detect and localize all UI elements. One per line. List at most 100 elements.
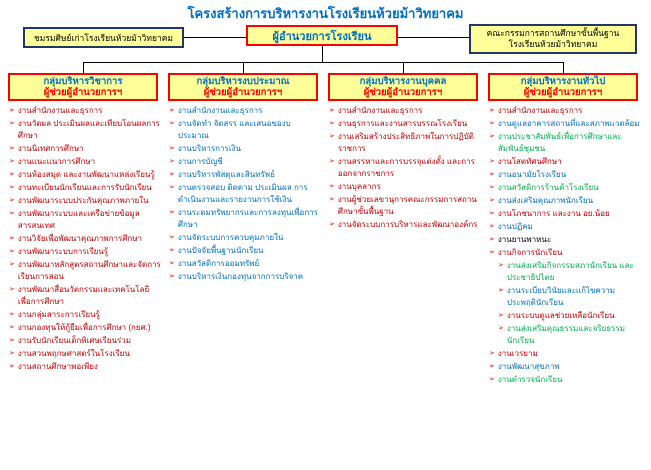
org-list-item-label: งานตรวจสอบ ติดตาม ประเมินผล การดำเนินงาน… <box>177 183 308 204</box>
org-list-item: ➢งานอนามัยโรงเรียน <box>489 169 641 181</box>
dept-title: กลุ่มบริหารงานทั่วไป <box>520 76 606 87</box>
arrow-bullet-icon: ➢ <box>329 158 335 165</box>
org-list-item: ➢งานพัฒนาระบบประกันคุณภาพภายใน <box>9 195 161 207</box>
arrow-bullet-icon: ➢ <box>489 223 495 230</box>
org-list-item: ➢งานส่งเสริมกิจกรรมสภานักเรียน และประชาธ… <box>498 260 641 284</box>
arrow-bullet-icon: ➢ <box>9 210 15 217</box>
org-list-item: ➢งานสำนักงานและธุรการ <box>489 105 641 117</box>
org-list-item: ➢งานประชาสัมพันธ์เพื่อการศึกษาและสัมพันธ… <box>489 131 641 155</box>
org-list-item: ➢งานบริหารพัสดุและสินทรัพย์ <box>169 169 321 181</box>
arrow-bullet-icon: ➢ <box>169 209 175 216</box>
dept-header-budget: กลุ่มบริหารงบประมาณ ผู้ช่วยผู้อำนวยการฯ <box>168 73 318 101</box>
org-list-item: ➢งานสวนพฤกษศาสตร์ในโรงเรียน <box>9 348 161 360</box>
arrow-bullet-icon: ➢ <box>489 171 495 178</box>
arrow-bullet-icon: ➢ <box>169 234 175 241</box>
org-list-item-label: งานโสตทัศนศึกษา <box>497 157 562 166</box>
org-list-item-label: งานระดมทรัพยากรและการลงทุนเพื่อการศึกษา <box>177 208 318 229</box>
org-list-item-label: งานทะเบียนนักเรียนและการรับนักเรียน <box>17 183 152 192</box>
org-list-item-label: งานห้องสมุด และงานพัฒนาแหล่งเรียนรู้ <box>17 170 155 179</box>
org-list-item-label: งานสำนักงานและธุรการ <box>17 106 103 115</box>
arrow-bullet-icon: ➢ <box>9 337 15 344</box>
org-list-item: ➢งานสำนักงานและธุรการ <box>169 105 321 117</box>
school-board-box: คณะกรรมการสถานศึกษาขั้นพื้นฐาน โรงเรียนห… <box>469 24 637 54</box>
dept-title: กลุ่มบริหารวิชาการ <box>43 76 123 87</box>
org-list-item: ➢งานห้องสมุด และงานพัฒนาแหล่งเรียนรู้ <box>9 169 161 181</box>
org-list-item-label: งานโภชนาการ และงาน อย.น้อย <box>497 209 610 218</box>
connector-line-director-drop <box>322 46 323 62</box>
org-list-item-label: งานสวัสดิการออมทรัพย์ <box>177 259 260 268</box>
dept-list-academic: ➢งานสำนักงานและธุรการ➢งานวัดผล ประเมินผล… <box>9 105 161 374</box>
org-list-item-label: งานผู้ช่วยเลขานุการคณะกรรมการสถานศึกษาขั… <box>337 195 477 216</box>
arrow-bullet-icon: ➢ <box>169 145 175 152</box>
org-list-item: ➢งานสำนักงานและธุรการ <box>329 105 481 117</box>
org-list-item-label: งานสถานศึกษาพอเพียง <box>17 362 98 371</box>
org-list-item: ➢งานส่งเสริมคุณภาพนักเรียน <box>489 195 641 207</box>
alumni-club-label: ชมรมศิษย์เก่าโรงเรียนห้วยม้าวิทยาคม <box>33 32 174 43</box>
org-list-item-label: งานพัฒนาหลักสูตรสถานศึกษาและจัดการเรียนก… <box>17 260 161 281</box>
org-list-item-label: งานวัดผล ประเมินผลและเทียบโอนผลการศึกษา <box>17 119 160 140</box>
dept-subtitle: ผู้ช่วยผู้อำนวยการฯ <box>203 87 283 98</box>
org-list-item: ➢งานกิจการนักเรียน <box>489 247 641 259</box>
arrow-bullet-icon: ➢ <box>9 248 15 255</box>
arrow-bullet-icon: ➢ <box>9 235 15 242</box>
dept-list-personnel: ➢งานสำนักงานและธุรการ➢งานธุรการและงานสาร… <box>329 105 481 232</box>
arrow-bullet-icon: ➢ <box>489 363 495 370</box>
org-list-item: ➢งานสำนักงานและธุรการ <box>9 105 161 117</box>
org-list-item: ➢งานโภชนาการ และงาน อย.น้อย <box>489 208 641 220</box>
connector-line-col4 <box>563 62 564 74</box>
arrow-bullet-icon: ➢ <box>169 273 175 280</box>
org-list-item-label: งานอนามัยโรงเรียน <box>497 170 567 179</box>
arrow-bullet-icon: ➢ <box>169 107 175 114</box>
org-list-item-label: งานปัจจัยพื้นฐานนักเรียน <box>177 246 264 255</box>
arrow-bullet-icon: ➢ <box>489 376 495 383</box>
arrow-bullet-icon: ➢ <box>9 363 15 370</box>
director-box: ผู้อำนวยการโรงเรียน <box>246 25 398 46</box>
arrow-bullet-icon: ➢ <box>489 197 495 204</box>
arrow-bullet-icon: ➢ <box>169 184 175 191</box>
arrow-bullet-icon: ➢ <box>169 247 175 254</box>
org-list-item: ➢งานสวัสดิการออมทรัพย์ <box>169 258 321 270</box>
org-list-item: ➢งานปฏิคม <box>489 221 641 233</box>
org-list-item-label: งานเวรยาม <box>497 349 538 358</box>
arrow-bullet-icon: ➢ <box>169 260 175 267</box>
org-list-item: ➢งานจัดทำ จัดสรร และเสนอของบประมาณ <box>169 118 321 142</box>
org-list-item: ➢งานบริหารเงินกองทุนจากการบริจาค <box>169 271 321 283</box>
org-list-item-label: งานการบัญชี <box>177 157 223 166</box>
org-list-item: ➢งานยานพาหนะ <box>489 234 641 246</box>
org-list-item: ➢งานตรวจสอบ ติดตาม ประเมินผล การดำเนินงา… <box>169 182 321 206</box>
org-list-item-label: งานบริหารพัสดุและสินทรัพย์ <box>177 170 275 179</box>
org-list-item-label: งานพัฒนาระบบประกันคุณภาพภายใน <box>17 196 149 205</box>
org-list-item: ➢งานวิจัยเพื่อพัฒนาคุณภาพการศึกษา <box>9 233 161 245</box>
arrow-bullet-icon: ➢ <box>169 120 175 127</box>
arrow-bullet-icon: ➢ <box>9 120 15 127</box>
school-board-label-line2: โรงเรียนห้วยม้าวิทยาคม <box>508 39 598 49</box>
dept-subtitle: ผู้ช่วยผู้อำนวยการฯ <box>43 87 123 98</box>
org-list-item: ➢งานพัฒนาระบบการเรียนรู้ <box>9 246 161 258</box>
arrow-bullet-icon: ➢ <box>329 221 335 228</box>
dept-title: กลุ่มบริหารงานบุคคล <box>359 76 447 87</box>
org-list-item: ➢งานพัฒนาหลักสูตรสถานศึกษาและจัดการเรียน… <box>9 259 161 283</box>
arrow-bullet-icon: ➢ <box>329 183 335 190</box>
arrow-bullet-icon: ➢ <box>9 158 15 165</box>
org-list-item-label: งานส่งเสริมกิจกรรมสภานักเรียน และประชาธิ… <box>506 261 634 282</box>
org-list-item-label: งานระบบดูแลช่วยเหลือนักเรียน <box>506 311 615 320</box>
org-list-item: ➢งานรับนักเรียนเด็กพิเศษเรียนร่วม <box>9 335 161 347</box>
org-list-item: ➢งานเสริมสร้างประสิทธิภาพในการปฏิบัติราช… <box>329 131 481 155</box>
arrow-bullet-icon: ➢ <box>329 133 335 140</box>
org-list-item: ➢งานปัจจัยพื้นฐานนักเรียน <box>169 245 321 257</box>
dept-list-general: ➢งานสำนักงานและธุรการ➢งานดูแลอาคารสถานที… <box>489 105 641 387</box>
page-title: โครงสร้างการบริหารงานโรงเรียนห้วยม้าวิทย… <box>187 6 464 21</box>
connector-line-col1 <box>83 62 84 74</box>
arrow-bullet-icon: ➢ <box>489 249 495 256</box>
alumni-club-box: ชมรมศิษย์เก่าโรงเรียนห้วยม้าวิทยาคม <box>23 27 184 48</box>
arrow-bullet-icon: ➢ <box>169 158 175 165</box>
org-list-item: ➢งานตำรวจนักเรียน <box>489 374 641 386</box>
org-list-item-label: งานธุรการและงานสารบรรณโรงเรียน <box>337 119 468 128</box>
org-list-item-label: งานกิจการนักเรียน <box>497 248 563 257</box>
org-list-item-label: งานส่งเสริมคุณธรรมและจริยธรรมนักเรียน <box>506 324 626 345</box>
org-list-item-label: งานสวนพฤกษศาสตร์ในโรงเรียน <box>17 349 130 358</box>
org-list-item: ➢งานกองทุนให้กู้ยืมเพื่อการศึกษา (กยศ.) <box>9 322 161 334</box>
org-list-item-label: งานนิเทศการศึกษา <box>17 144 84 153</box>
dept-title: กลุ่มบริหารงบประมาณ <box>196 76 290 87</box>
